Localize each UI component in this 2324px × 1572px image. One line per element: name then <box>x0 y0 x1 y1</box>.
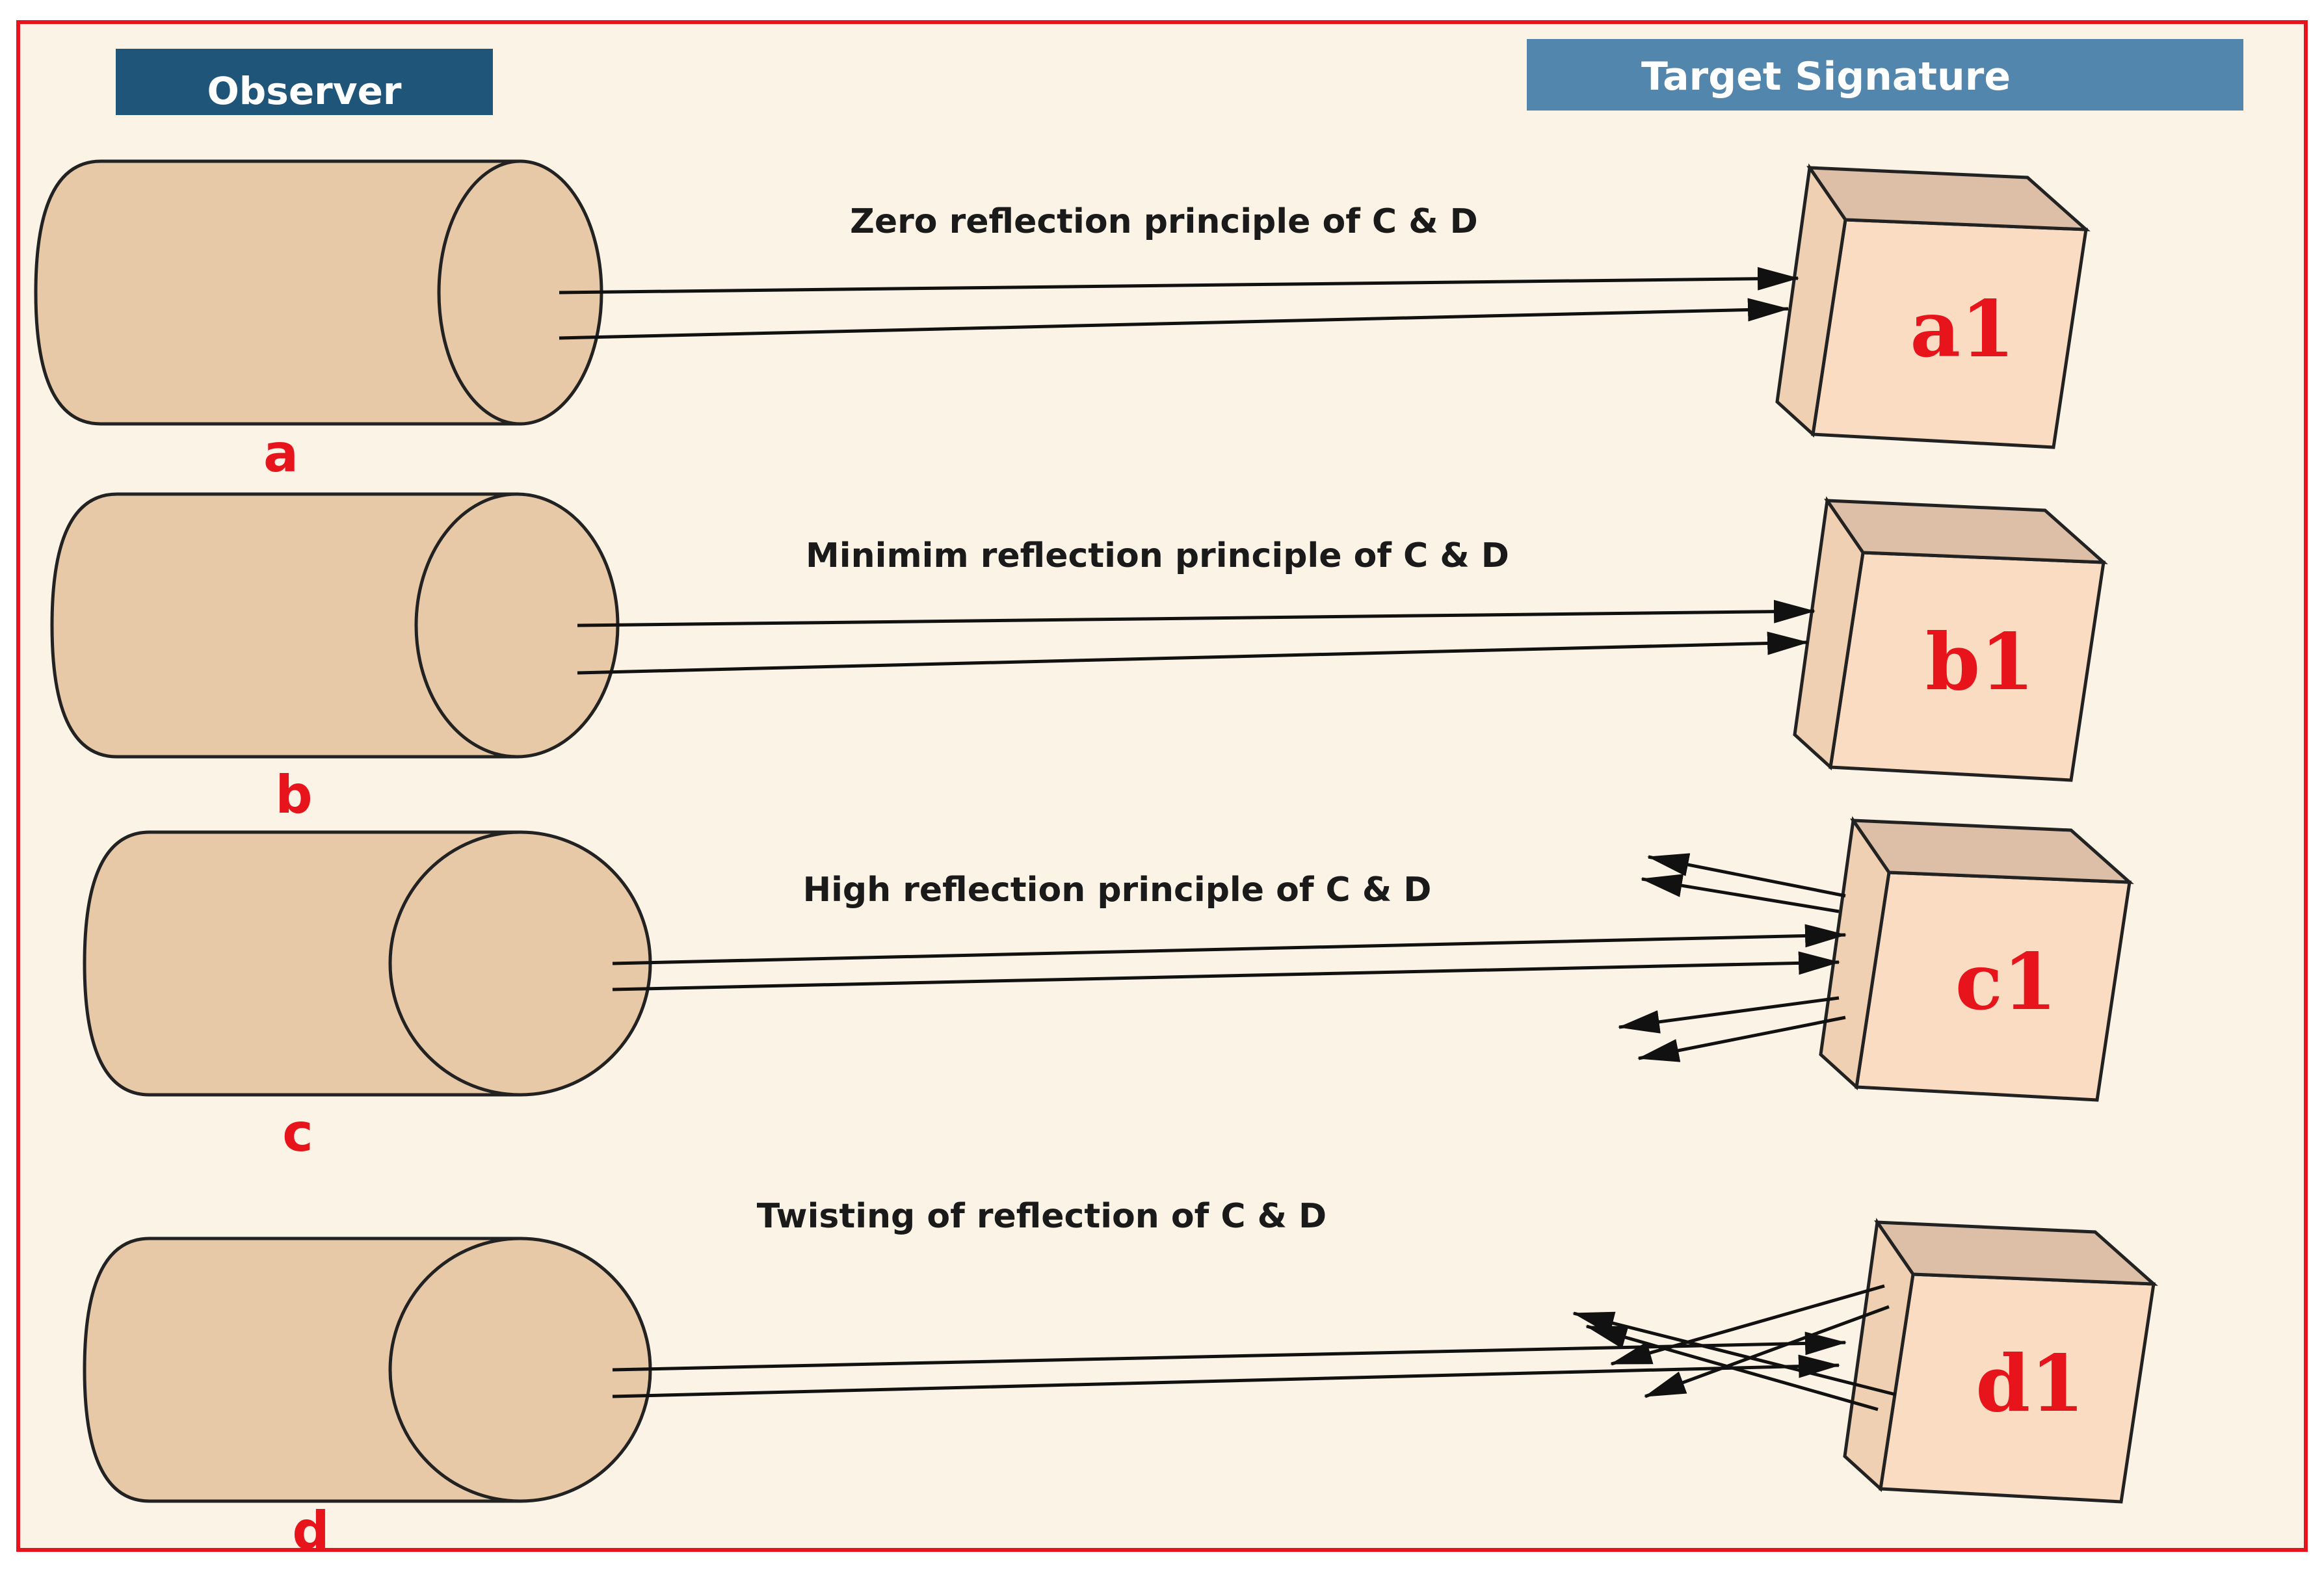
box-side-face <box>1793 496 1865 770</box>
reflection-caption: Zero reflection principle of C & D <box>850 202 1478 241</box>
incident-beam <box>577 631 1809 675</box>
target-label: b1 <box>1925 616 2034 708</box>
observer-cylinder <box>83 830 652 1097</box>
observer-label: d <box>292 1500 329 1561</box>
reflected-beam <box>1641 874 1840 913</box>
incident-beam <box>577 599 1816 627</box>
target-label: c1 <box>1955 936 2057 1028</box>
cylinder-body <box>34 159 522 426</box>
observer-header-box <box>116 49 493 115</box>
reflection-caption: Minimim reflection principle of C & D <box>806 536 1509 575</box>
incident-beam <box>559 267 1799 295</box>
cylinder-body <box>50 492 519 759</box>
target-header: Target Signature <box>1527 39 2243 111</box>
target-box: a1 <box>1775 163 2091 449</box>
target-label: a1 <box>1910 283 2014 375</box>
row-b: b Minimim reflection principle of C & D b1 <box>50 492 2108 825</box>
target-box: b1 <box>1793 496 2108 782</box>
observer-header: Observer <box>116 49 493 115</box>
twisted-reflected-beam <box>1610 1284 1885 1366</box>
row-a: a Zero reflection principle of C & D a1 <box>34 159 2091 484</box>
incident-beam <box>612 951 1840 991</box>
row-c: c High reflection principle of C & D c1 <box>83 816 2134 1163</box>
observer-label: c <box>282 1103 313 1163</box>
observer-label: a <box>263 423 298 484</box>
observer-cylinder <box>50 492 620 759</box>
target-box: d1 <box>1843 1218 2158 1504</box>
reflected-beam <box>1618 996 1840 1034</box>
observer-cylinder <box>34 159 603 426</box>
observer-header-label: Observer <box>207 69 401 113</box>
reflected-beam <box>1637 1015 1846 1062</box>
reflected-beam <box>1647 853 1846 898</box>
box-side-face <box>1843 1218 1915 1492</box>
box-side-face <box>1775 163 1847 438</box>
cylinder-end-face <box>388 830 652 1097</box>
target-header-label: Target Signature <box>1641 54 2011 99</box>
target-box: c1 <box>1819 816 2134 1102</box>
cylinder-end-face <box>388 1237 652 1503</box>
reflection-caption: Twisting of reflection of C & D <box>757 1197 1327 1236</box>
target-header-box <box>1527 39 2243 111</box>
reflection-caption: High reflection principle of C & D <box>803 871 1432 910</box>
incident-beam <box>612 924 1847 965</box>
incident-beam <box>612 1354 1840 1398</box>
twisted-reflected-beam <box>1585 1324 1879 1411</box>
observer-cylinder <box>83 1237 652 1503</box>
target-label: d1 <box>1975 1338 2084 1430</box>
observer-label: b <box>275 765 312 825</box>
row-d: d Twisting of reflection of C & D d1 <box>83 1197 2158 1561</box>
twisted-reflected-beam <box>1644 1305 1890 1398</box>
incident-beam <box>559 298 1789 340</box>
rows-layer: a Zero reflection principle of C & D a1 b Mi… <box>34 159 2158 1561</box>
